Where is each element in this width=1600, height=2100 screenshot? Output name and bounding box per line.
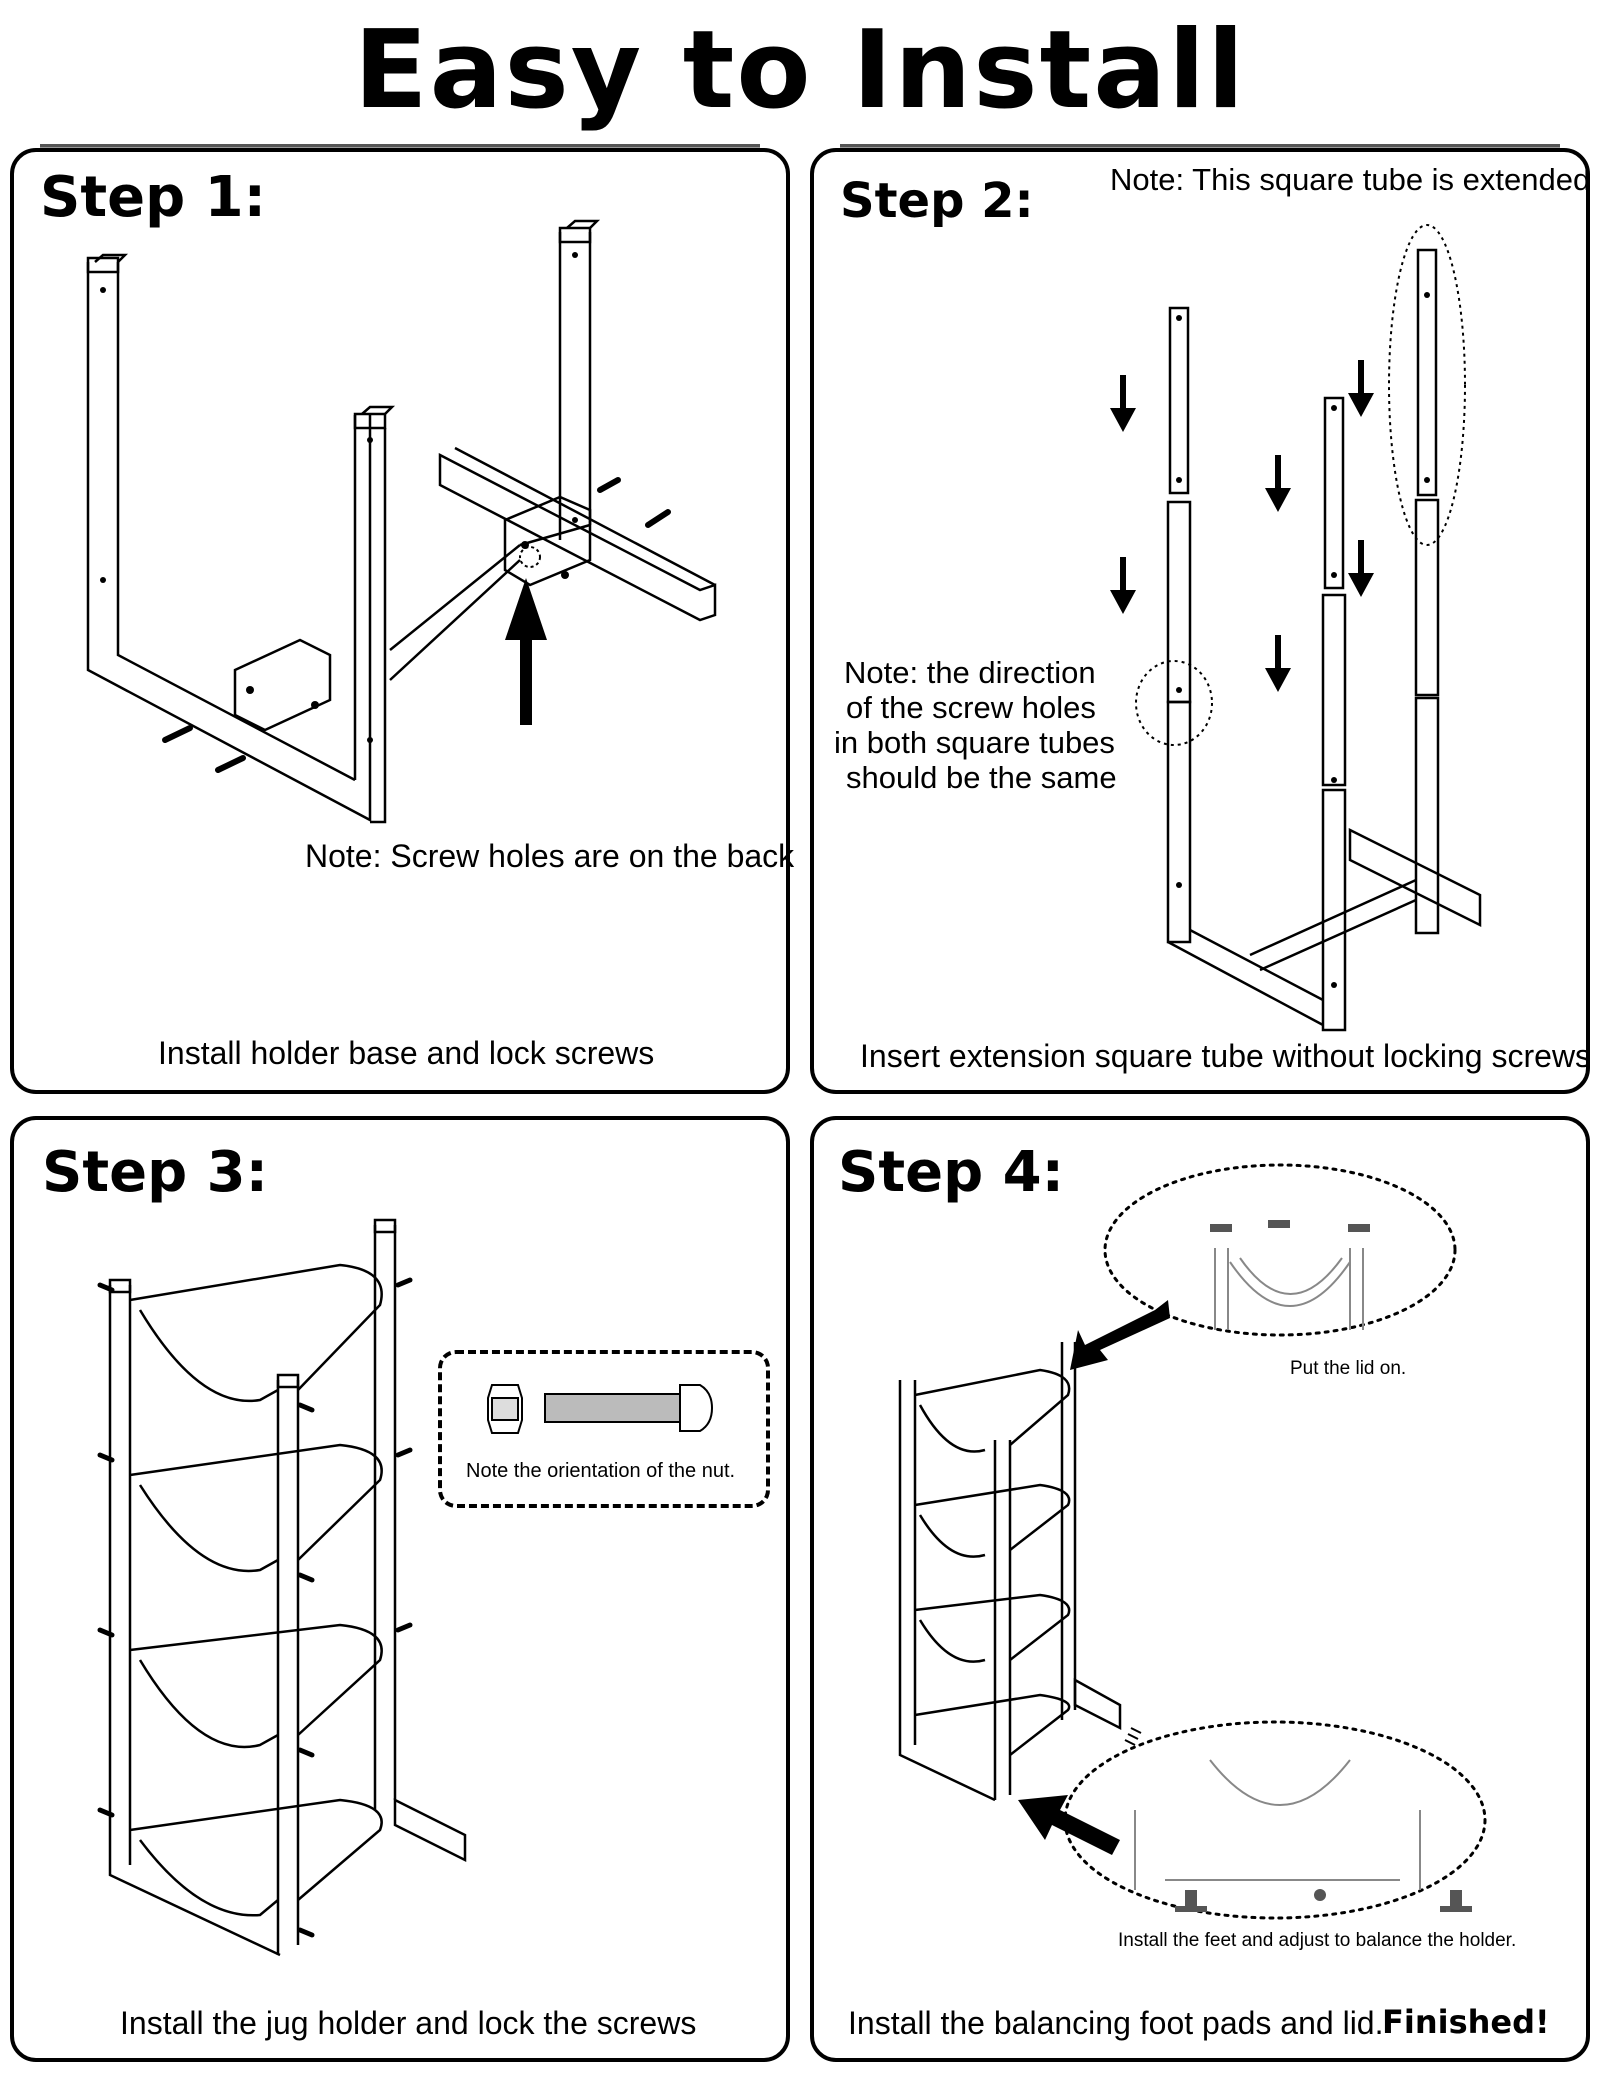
step-1-panel [10, 148, 790, 1094]
arrow-to-lid-icon [1070, 1300, 1170, 1370]
step-2-caption: Insert extension square tube without loc… [860, 1038, 1592, 1074]
page-title: Easy to Install [353, 8, 1247, 133]
up-arrow-icon [505, 578, 547, 725]
step-3-callout-note: Note the orientation of the nut. [466, 1460, 736, 1482]
step-2-heading: Step 2: [840, 173, 1034, 229]
step-2-note-side-2: of the screw holes [846, 690, 1096, 725]
arrow-to-feet-icon [1018, 1795, 1120, 1855]
step-2-note-side-4: should be the same [846, 760, 1117, 795]
nut-orientation-callout [438, 1350, 770, 1508]
step-2-note-top: Note: This square tube is extended [1110, 162, 1591, 197]
title-rule-left [40, 144, 760, 148]
step-1-heading: Step 1: [40, 165, 267, 230]
down-arrow-icons [1110, 360, 1374, 692]
step-2-note-side-3: in both square tubes [834, 725, 1115, 760]
step-1-caption: Install holder base and lock screws [158, 1035, 655, 1071]
step-4-caption: Install the balancing foot pads and lid. [848, 2005, 1384, 2041]
step-4-heading: Step 4: [838, 1140, 1065, 1205]
step-4-finished: Finished! [1382, 2003, 1550, 2041]
title-rule-right [840, 144, 1560, 148]
step-2-note-side-1: Note: the direction [844, 655, 1096, 690]
step-4-lid-note: Put the lid on. [1290, 1358, 1407, 1379]
step-3-heading: Step 3: [42, 1140, 269, 1205]
step-1-note: Note: Screw holes are on the back [305, 838, 795, 874]
step-3-caption: Install the jug holder and lock the scre… [120, 2005, 697, 2041]
step-3-panel [10, 1116, 790, 2062]
step-4-feet-note: Install the feet and adjust to balance t… [1118, 1930, 1517, 1951]
